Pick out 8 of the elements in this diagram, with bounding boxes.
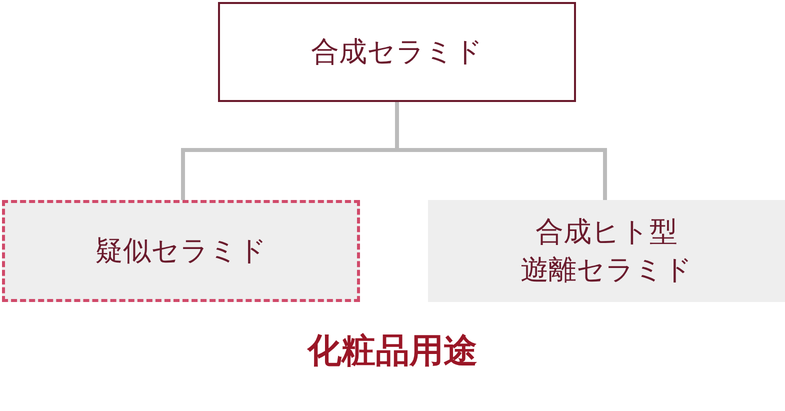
tree-connector — [395, 102, 607, 200]
note-label: 化粧品用途 — [308, 331, 478, 371]
subcategory-box — [428, 200, 785, 302]
node-label: 合成ヒト型遊離セラミド — [520, 214, 692, 288]
node-label: 合成セラミド — [311, 34, 483, 70]
node-label: 疑似セラミド — [95, 233, 267, 270]
subcategory-box — [2, 200, 360, 302]
category-box — [218, 2, 576, 102]
